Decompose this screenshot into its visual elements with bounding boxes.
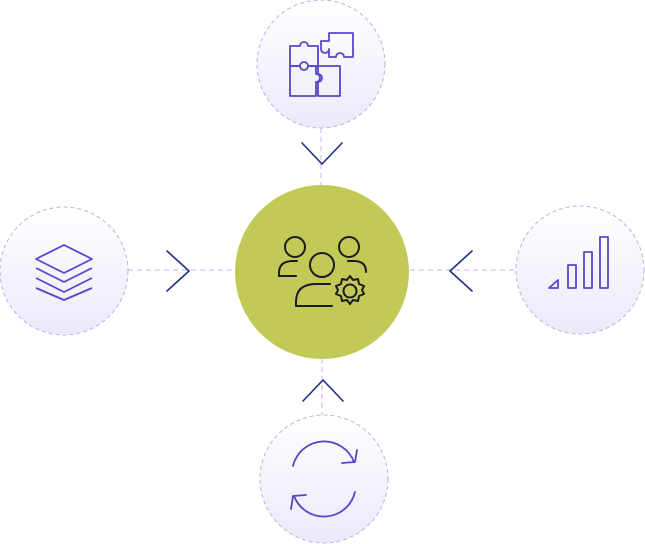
connectors: [128, 128, 517, 415]
chevron-down-icon: [301, 142, 343, 165]
chevrons: [166, 142, 473, 402]
chevron-left-icon: [449, 250, 473, 292]
satellite-left: [0, 206, 129, 336]
center-node: [235, 185, 409, 359]
refresh-icon: [290, 440, 358, 518]
team-settings-icon: [278, 236, 367, 307]
satellite-bottom: [259, 414, 389, 544]
puzzle-icon: [289, 32, 354, 97]
satellite-right: [515, 205, 645, 335]
chevron-up-icon: [302, 379, 344, 402]
signal-bars-icon: [548, 236, 609, 289]
satellite-top: [256, 0, 386, 129]
layers-icon: [35, 244, 93, 301]
chevron-right-icon: [166, 250, 190, 292]
